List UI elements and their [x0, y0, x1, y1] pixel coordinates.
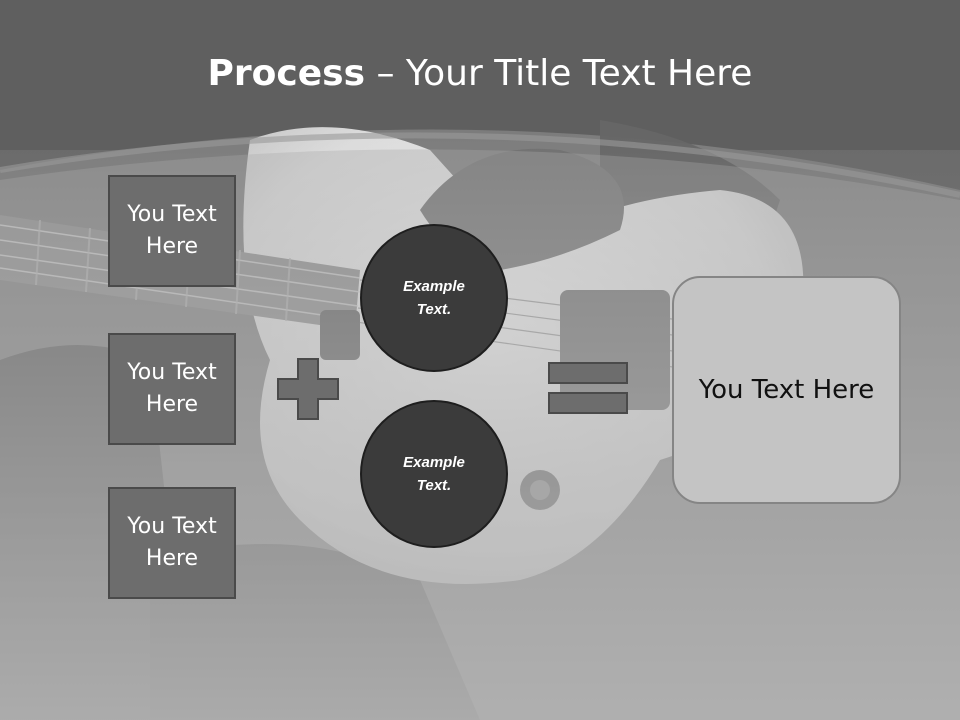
- example-circle-2[interactable]: Example Text.: [360, 400, 508, 548]
- text-box-3-label: You Text Here: [127, 514, 217, 571]
- equals-icon: [548, 362, 628, 414]
- result-box[interactable]: You Text Here: [672, 276, 901, 504]
- text-box-2-label: You Text Here: [127, 360, 217, 417]
- text-box-3[interactable]: You Text Here: [108, 487, 236, 599]
- example-circle-2-label: Example Text.: [403, 454, 465, 494]
- example-circle-1-label: Example Text.: [403, 278, 465, 318]
- plus-icon: [277, 358, 339, 420]
- title-bold-part: Process: [207, 53, 366, 94]
- slide-title: Process – Your Title Text Here: [0, 52, 960, 96]
- text-box-2[interactable]: You Text Here: [108, 333, 236, 445]
- example-circle-1[interactable]: Example Text.: [360, 224, 508, 372]
- result-box-label: You Text Here: [698, 375, 875, 405]
- text-box-1-label: You Text Here: [127, 202, 217, 259]
- title-rest-part: – Your Title Text Here: [365, 53, 753, 94]
- text-box-1[interactable]: You Text Here: [108, 175, 236, 287]
